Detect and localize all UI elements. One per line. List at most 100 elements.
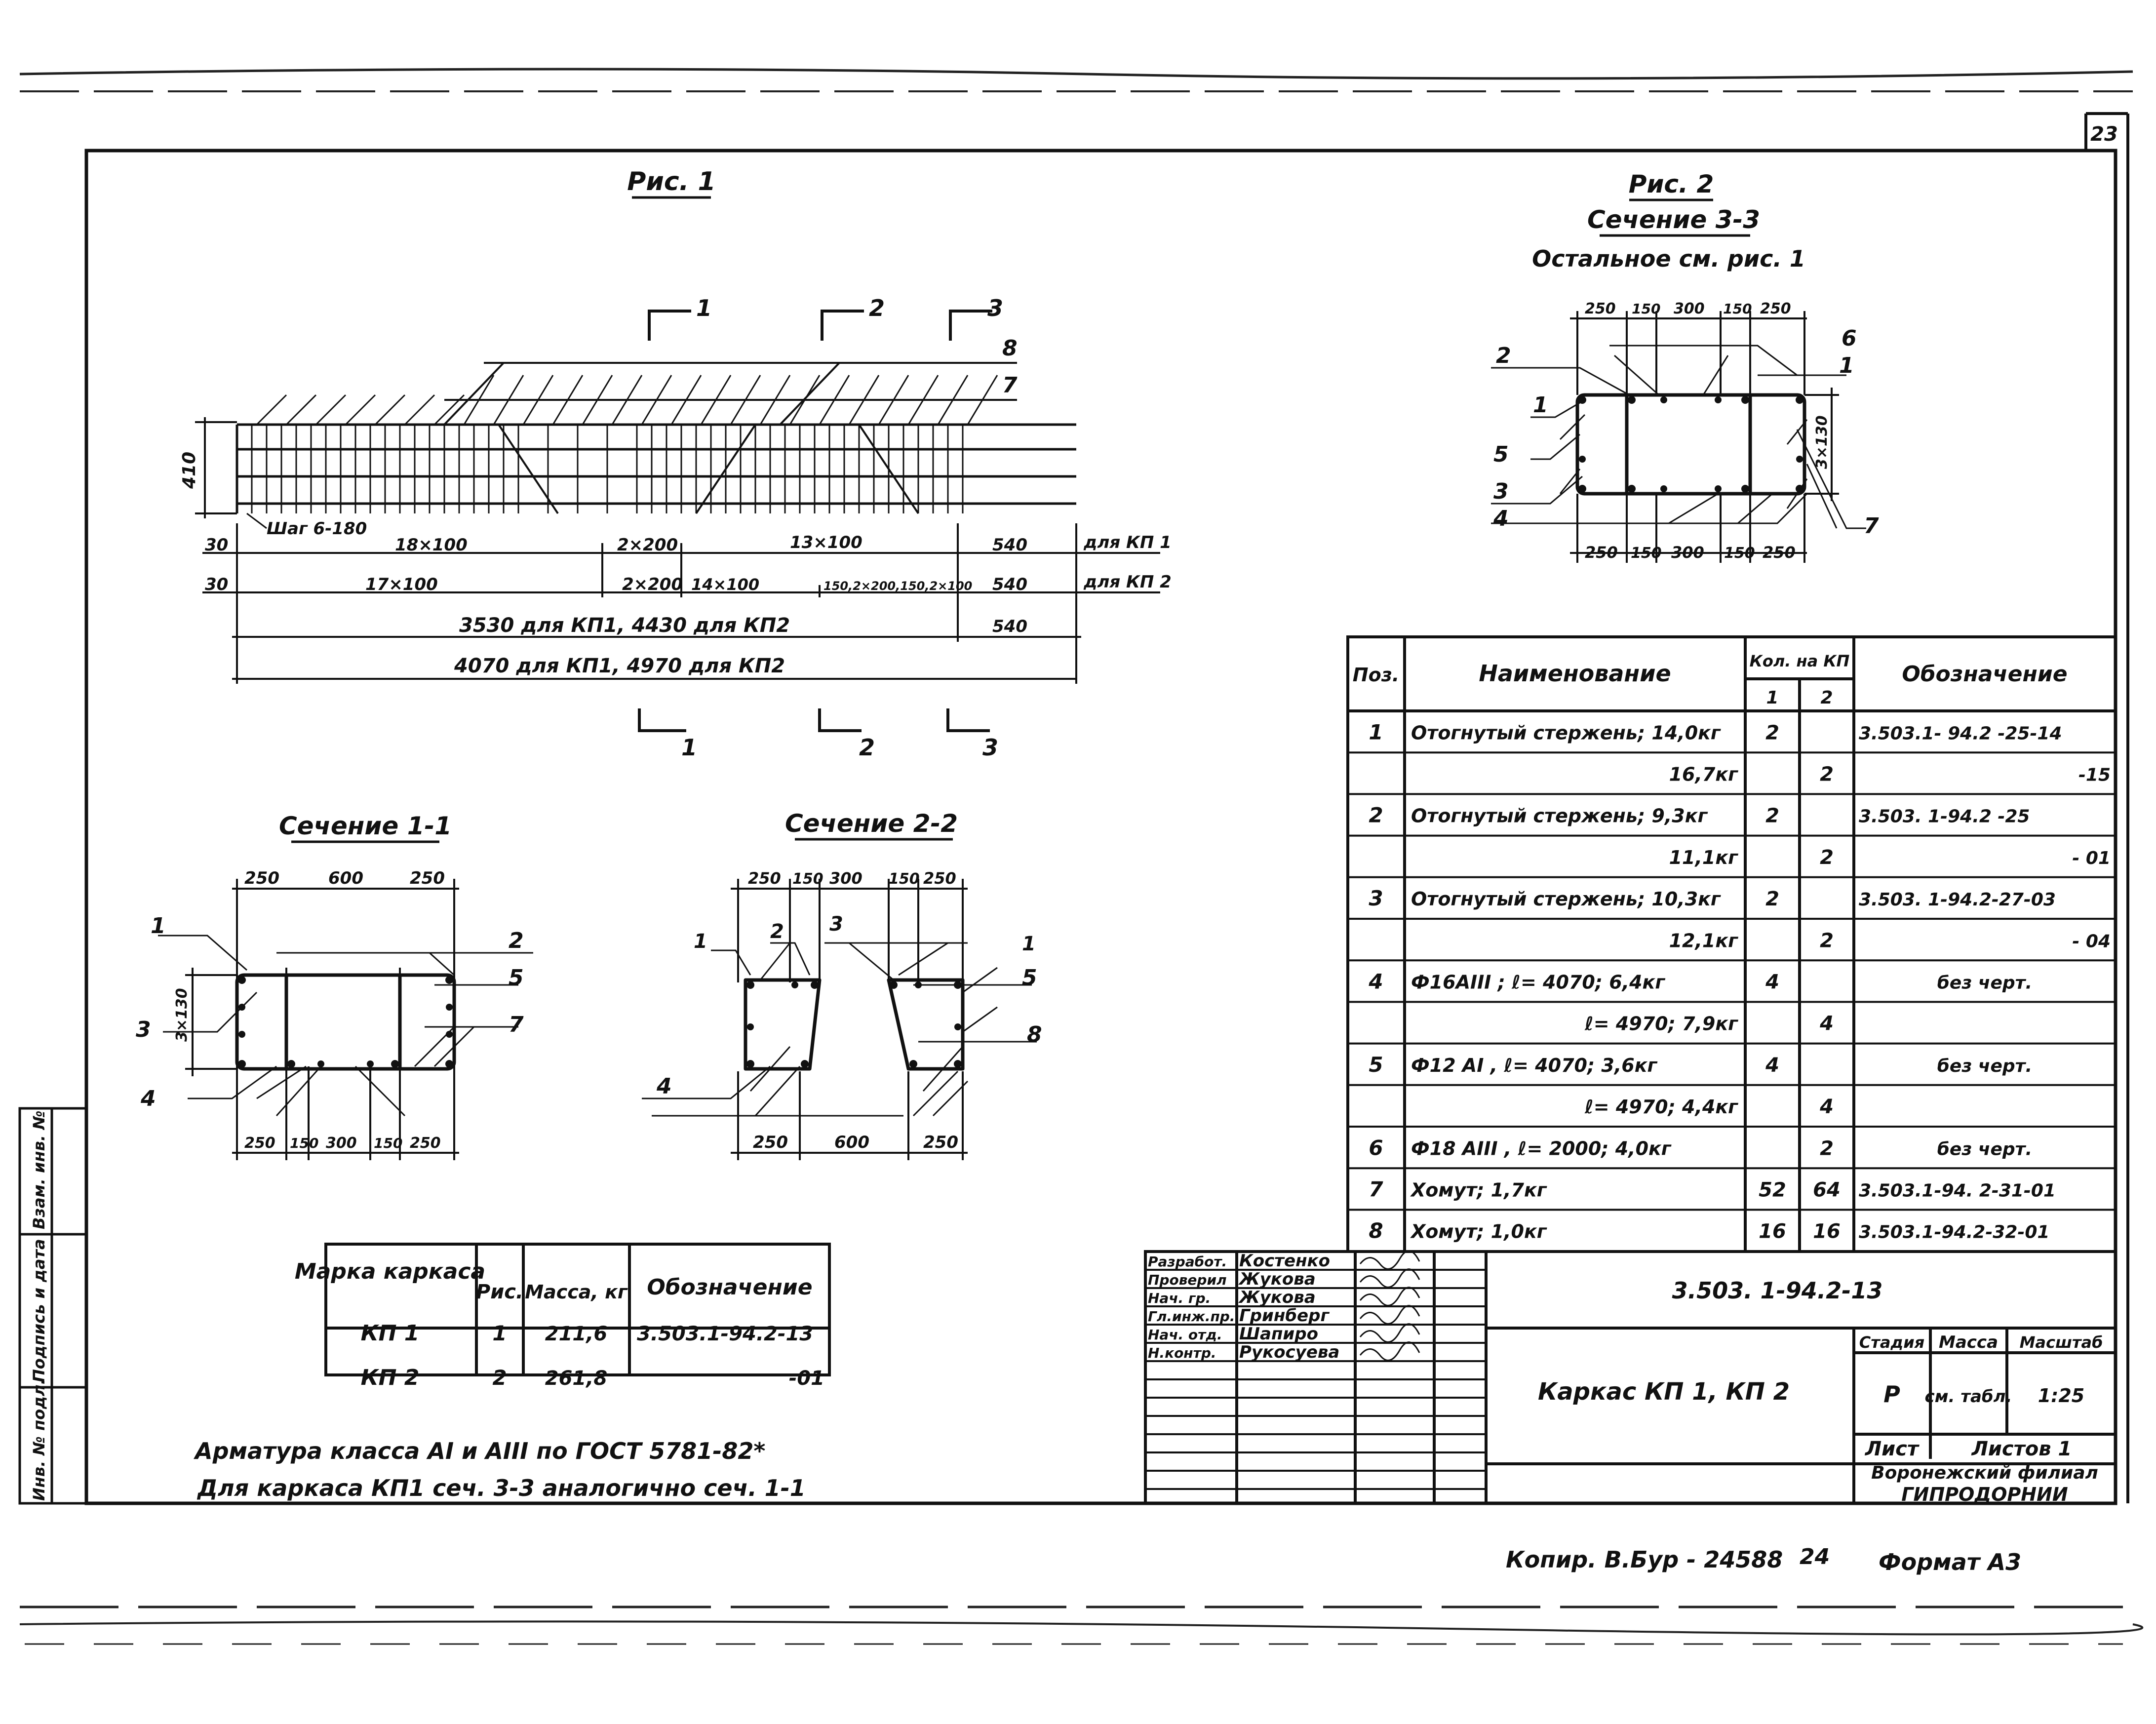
tb-signature	[1359, 1268, 1420, 1288]
fig1-stirrup-note: Шаг 6-180	[267, 519, 367, 539]
tb-signature	[1359, 1287, 1420, 1306]
fig2-section-3-3: Рис. 2 Сечение 3-3 Остальное см. рис. 1	[1491, 170, 1879, 563]
fig1-row2-s2: 2×200	[622, 575, 683, 594]
spec-cell-q1: 4	[1765, 1054, 1779, 1077]
fig1-cut-3-top: 3	[987, 295, 1003, 321]
section22-bottom-dim-2: 600	[834, 1133, 869, 1152]
spec-cell-des: 3.503. 1-94.2-27-03	[1859, 890, 2056, 910]
spec-cell-des: -15	[2078, 765, 2111, 785]
fig1-row1-s2: 2×200	[617, 535, 678, 555]
fig1-stirrups	[251, 425, 964, 513]
mark-header-fig: Рис.	[476, 1281, 523, 1303]
spec-cell-pos: 8	[1369, 1219, 1383, 1243]
tb-signature	[1359, 1323, 1420, 1343]
fig1-cut-1-bottom: 1	[681, 734, 697, 761]
page-edge-lines	[19, 68, 2144, 1645]
spec-cell-des: 3.503.1-94. 2-31-01	[1859, 1180, 2056, 1201]
fig1-row2-left: 30	[205, 575, 228, 594]
spec-cell-des: без черт.	[1937, 973, 2032, 993]
spec-cell-des: 3.503.1-94.2-32-01	[1859, 1222, 2049, 1243]
spec-cell-name: 11,1кг	[1669, 847, 1739, 868]
spec-cell-pos: 2	[1369, 803, 1383, 827]
section11-side-dim: 3×130	[173, 988, 191, 1042]
fig1-title: Рис. 1	[627, 167, 715, 196]
spec-cell-des: без черт.	[1937, 1056, 2032, 1076]
section22-callout-2: 2	[770, 920, 784, 943]
section11-top-dim-2: 600	[328, 868, 363, 888]
tb-signature	[1359, 1305, 1420, 1325]
tb-mass: см. табл.	[1925, 1387, 2012, 1407]
spec-cell-name: Отогнутый стержень; 14,0кг	[1411, 722, 1721, 744]
spec-header-designation: Обозначение	[1902, 662, 2067, 687]
mark-cell: КП 2	[361, 1365, 420, 1390]
section-1-1: Сечение 1-1 1 3	[136, 812, 533, 1160]
section22-top-dim-1: 250	[748, 869, 781, 888]
fig1-callout-8: 8	[1002, 336, 1018, 361]
mark-header-frame: Марка каркаса	[295, 1259, 485, 1284]
section22-callout-1b: 1	[1022, 933, 1036, 955]
section22-bottom-dim-3: 250	[923, 1133, 958, 1152]
fig2-side-dim: 3×130	[1813, 415, 1831, 469]
mark-cell: 1	[492, 1321, 507, 1345]
spec-header-pos: Поз.	[1353, 664, 1399, 686]
side-stamp-sign: Подпись и дата	[30, 1239, 48, 1382]
spec-cell-q1: 52	[1759, 1178, 1786, 1201]
fig1-cut-3-bottom: 3	[982, 734, 998, 761]
fig2-bottom-dim-2: 150	[1631, 545, 1662, 562]
spec-cell-name: ℓ= 4970; 7,9кг	[1584, 1013, 1738, 1035]
side-stamp-inv: Инв. № подл.	[30, 1378, 48, 1501]
section22-callout-3: 3	[829, 913, 843, 936]
tb-scale-label: Масштаб	[2020, 1333, 2103, 1352]
tb-person-name: Шапиро	[1239, 1324, 1318, 1344]
tb-scale: 1:25	[2038, 1385, 2085, 1407]
tb-role: Разработ.	[1148, 1254, 1227, 1270]
section11-bottom-dim-1: 250	[244, 1135, 275, 1152]
mark-header-mass: Масса, кг	[525, 1281, 628, 1303]
spec-cell-q1: 2	[1765, 721, 1779, 744]
spec-cell-pos: 4	[1368, 969, 1383, 993]
fig2-top-dim-3: 300	[1674, 300, 1705, 317]
section11-callout-7: 7	[509, 1012, 524, 1037]
fig1-row2-s1: 17×100	[365, 575, 438, 594]
section11-callout-1: 1	[151, 913, 166, 939]
spec-cell-pos: 5	[1369, 1053, 1383, 1077]
spec-cell-des: 3.503.1- 94.2 -25-14	[1859, 723, 2062, 744]
mark-cell: -01	[789, 1367, 824, 1390]
tb-stage-label: Стадия	[1859, 1333, 1924, 1352]
mark-header-0a: Марка каркаса	[295, 1259, 485, 1284]
spec-cell-des: - 04	[2072, 931, 2111, 951]
spec-cell-pos: 7	[1369, 1177, 1383, 1201]
fig2-bottom-dim-5: 250	[1763, 543, 1796, 562]
fig1-row2-label: для КП 2	[1083, 572, 1172, 592]
section22-top-dim-5: 250	[923, 869, 956, 888]
tb-signature	[1359, 1250, 1420, 1270]
tb-signature	[1359, 1341, 1420, 1361]
spec-header-name: Наименование	[1479, 660, 1671, 687]
fig1-row2-s3: 14×100	[691, 575, 759, 594]
note-2: Для каркаса КП1 сеч. 3-3 аналогично сеч.…	[196, 1475, 806, 1501]
section22-callout-5: 5	[1022, 965, 1037, 990]
fig2-bottom-dim-4: 150	[1724, 545, 1755, 562]
tb-role: Нач. отд.	[1148, 1327, 1222, 1343]
note-1: Арматура класса АI и АIII по ГОСТ 5781-8…	[194, 1438, 765, 1464]
fig1-row1-s4: 540	[992, 535, 1027, 555]
section11-bottom-dim-3: 300	[326, 1135, 357, 1152]
fig2-note: Остальное см. рис. 1	[1532, 245, 1805, 272]
tb-org2: ГИПРОДОРНИИ	[1901, 1484, 2068, 1505]
section22-top-dim-3: 300	[829, 869, 862, 888]
fig2-callout-1-left: 1	[1533, 392, 1548, 418]
fig1-cut-2-top: 2	[869, 295, 885, 321]
fig1-callout-7: 7	[1002, 373, 1018, 398]
spec-cell-q2: 16	[1813, 1220, 1841, 1243]
mark-header-designation: Обозначение	[647, 1275, 812, 1300]
section11-callout-5: 5	[509, 965, 524, 990]
spec-cell-pos: 3	[1369, 886, 1383, 910]
sheet-number: 23	[2090, 123, 2118, 146]
mark-cell: 211,6	[545, 1323, 608, 1345]
section22-callout-1a: 1	[694, 930, 707, 953]
side-stamp-replace: Взам. инв. №	[30, 1110, 48, 1229]
fig1-row3-s2: 540	[992, 617, 1027, 636]
spec-cell-name: Ф18 АIII , ℓ= 2000; 4,0кг	[1411, 1137, 1672, 1159]
fig1-row1-s1: 18×100	[395, 535, 468, 555]
